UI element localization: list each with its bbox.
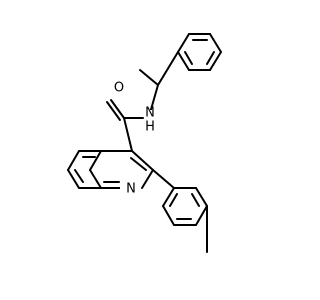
bond bbox=[206, 51, 215, 65]
bond bbox=[191, 193, 200, 207]
bond bbox=[209, 51, 222, 71]
structure-drawing: O N H N bbox=[67, 33, 222, 253]
bond bbox=[195, 187, 208, 207]
amide-hydrogen: H bbox=[145, 120, 155, 135]
bond bbox=[130, 157, 147, 171]
bond bbox=[195, 205, 208, 226]
bond bbox=[177, 51, 190, 71]
ethyl-linker bbox=[139, 51, 179, 114]
tolyl-ring bbox=[152, 169, 208, 253]
carbonyl-oxygen-label: O bbox=[114, 80, 137, 100]
amide-nitrogen: N bbox=[145, 106, 155, 121]
bond bbox=[89, 150, 102, 171]
phenyl-ring bbox=[177, 33, 222, 71]
bond bbox=[123, 117, 133, 152]
bond bbox=[67, 150, 80, 171]
amide-nh-label: N H bbox=[145, 106, 162, 135]
bond bbox=[184, 51, 193, 65]
carbonyl-oxygen: O bbox=[114, 81, 124, 96]
bond bbox=[131, 150, 154, 171]
bond bbox=[157, 51, 179, 86]
bond bbox=[149, 84, 159, 114]
structure-canvas: O N H N bbox=[67, 33, 222, 253]
bond bbox=[139, 69, 159, 86]
bond bbox=[162, 205, 175, 226]
bond bbox=[110, 99, 125, 119]
quinoline-pyridine-ring bbox=[89, 150, 154, 189]
bond bbox=[162, 187, 175, 207]
bond bbox=[152, 169, 175, 189]
bond bbox=[89, 169, 102, 189]
quinoline-benzo-ring bbox=[67, 150, 102, 189]
quinoline-nitrogen: N bbox=[126, 182, 136, 197]
bond bbox=[106, 101, 121, 121]
bond bbox=[177, 33, 190, 53]
amide-group bbox=[106, 99, 144, 152]
bond bbox=[141, 169, 154, 189]
bond bbox=[209, 33, 222, 53]
quinoline-nitrogen-label: N bbox=[120, 180, 140, 200]
bond bbox=[67, 169, 80, 189]
bond bbox=[169, 193, 178, 207]
bond bbox=[74, 169, 84, 183]
